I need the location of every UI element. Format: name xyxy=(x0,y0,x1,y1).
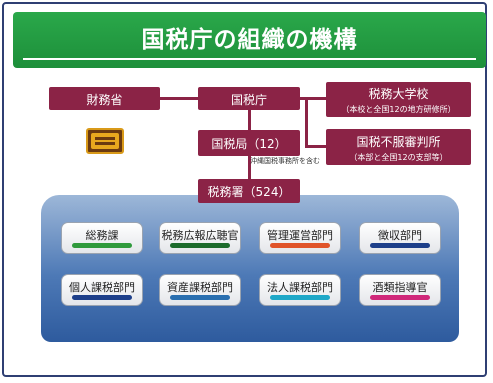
okinawa-note: 沖縄国税事務所を含む xyxy=(250,157,320,165)
daigakko-label: 税務大学校 xyxy=(368,87,429,101)
zaimusho-box: 財務省 xyxy=(49,87,160,110)
title-banner: 国税庁の組織の機構 xyxy=(13,12,486,68)
unit-color-bar xyxy=(170,243,230,248)
unit-koho-kochokan: 税務広報広聴官 xyxy=(159,222,241,254)
unit-label: 管理運営部門 xyxy=(267,229,333,242)
tax-office-departments-panel xyxy=(41,195,459,342)
connector-shinpan xyxy=(305,145,326,148)
kokuzeicho-label: 国税庁 xyxy=(230,93,267,107)
connector-kokuzeicho-daigakko xyxy=(300,97,326,100)
unit-choshu: 徴収部門 xyxy=(359,222,441,254)
unit-label: 法人課税部門 xyxy=(267,281,333,294)
connector-zaimusho-kokuzeicho xyxy=(160,97,198,100)
unit-somuka: 総務課 xyxy=(61,222,143,254)
unit-color-bar xyxy=(170,295,230,300)
unit-kojin-kazei: 個人課税部門 xyxy=(61,274,143,306)
shinpan-box: 国税不服審判所 （本部と全国12の支部等） xyxy=(326,129,471,165)
zaimusho-label: 財務省 xyxy=(86,93,123,107)
page-title: 国税庁の組織の機構 xyxy=(141,27,358,53)
unit-label: 徴収部門 xyxy=(378,229,422,242)
unit-color-bar xyxy=(270,295,330,300)
unit-label: 酒類指導官 xyxy=(372,281,428,294)
kokuzeicho-box: 国税庁 xyxy=(198,87,300,110)
zeimusho-label: 税務署（524） xyxy=(207,185,291,199)
daigakko-sublabel: （本校と全国12の地方研修所） xyxy=(341,105,456,114)
daigakko-box: 税務大学校 （本校と全国12の地方研修所） xyxy=(326,82,471,117)
unit-shurui-shidokan: 酒類指導官 xyxy=(359,274,441,306)
kokuzeikyoku-box: 国税局（12） xyxy=(198,130,300,156)
kokuzeikyoku-label: 国税局（12） xyxy=(211,137,287,151)
zeimusho-box: 税務署（524） xyxy=(198,179,300,203)
unit-color-bar xyxy=(370,295,430,300)
connector-trunk xyxy=(305,99,308,147)
agency-seal-icon xyxy=(86,128,124,154)
unit-label: 個人課税部門 xyxy=(69,281,135,294)
slide-frame: 国税庁の組織の機構 財務省 国税庁 税務大学校 （本校と全国12の地方研修所） … xyxy=(2,2,487,377)
connector-kokuzeicho-kokuzeikyoku xyxy=(248,110,251,130)
unit-hojin-kazei: 法人課税部門 xyxy=(259,274,341,306)
unit-color-bar xyxy=(270,243,330,248)
unit-shisan-kazei: 資産課税部門 xyxy=(159,274,241,306)
shinpan-label: 国税不服審判所 xyxy=(356,135,441,149)
unit-color-bar xyxy=(72,295,132,300)
title-underline xyxy=(23,58,476,60)
unit-label: 資産課税部門 xyxy=(167,281,233,294)
unit-color-bar xyxy=(370,243,430,248)
unit-kanri-unei: 管理運営部門 xyxy=(259,222,341,254)
shinpan-sublabel: （本部と全国12の支部等） xyxy=(349,153,448,162)
connector-kokuzeikyoku-zeimusho xyxy=(248,156,251,179)
unit-label: 税務広報広聴官 xyxy=(161,229,239,242)
unit-label: 総務課 xyxy=(85,229,119,242)
unit-color-bar xyxy=(72,243,132,248)
